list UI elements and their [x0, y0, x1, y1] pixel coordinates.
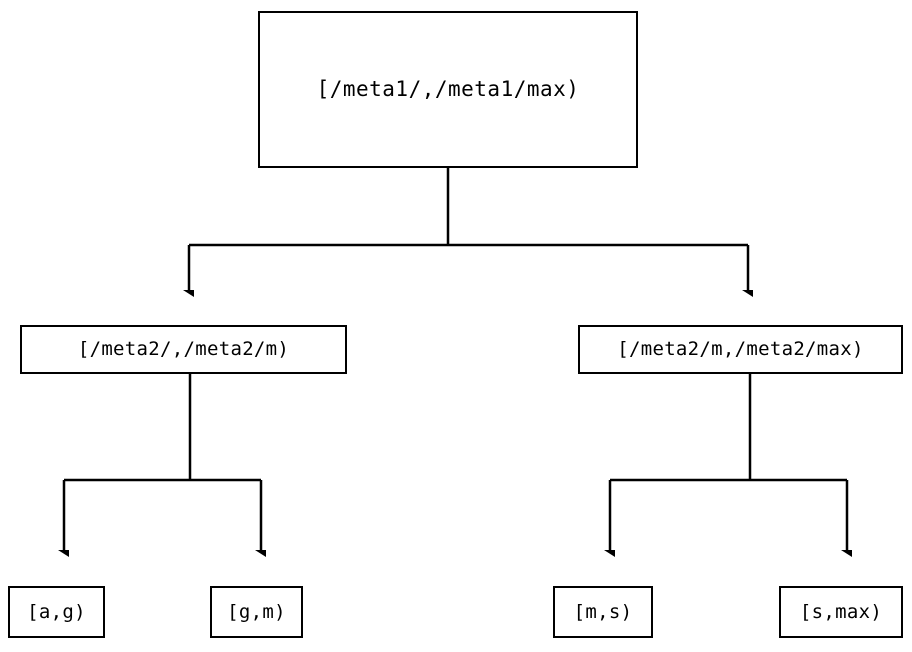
tree-leaf-g-m-label: [g,m): [227, 600, 286, 623]
tree-leaf-a-g-label: [a,g): [27, 600, 86, 623]
tree-node-meta2-lower-label: [/meta2/,/meta2/m): [77, 338, 290, 360]
tree-leaf-m-s-label: [m,s): [573, 600, 633, 623]
tree-node-meta2-upper[interactable]: [/meta2/m,/meta2/max): [578, 325, 903, 374]
tree-leaf-g-m[interactable]: [g,m): [210, 586, 303, 638]
tree-leaf-s-max-label: [s,max): [799, 600, 883, 623]
tree-node-meta2-upper-label: [/meta2/m,/meta2/max): [617, 338, 864, 360]
tree-leaf-m-s[interactable]: [m,s): [553, 586, 653, 638]
tree-node-root-label: [/meta1/,/meta1/max): [316, 77, 580, 101]
edge-root-to-level2: [189, 168, 748, 291]
tree-node-meta2-lower[interactable]: [/meta2/,/meta2/m): [20, 325, 347, 374]
edge-right-level2-to-leaves: [610, 374, 847, 551]
edge-left-level2-to-leaves: [64, 374, 261, 551]
tree-leaf-a-g[interactable]: [a,g): [8, 586, 105, 638]
tree-leaf-s-max[interactable]: [s,max): [779, 586, 903, 638]
tree-node-root[interactable]: [/meta1/,/meta1/max): [258, 11, 638, 168]
